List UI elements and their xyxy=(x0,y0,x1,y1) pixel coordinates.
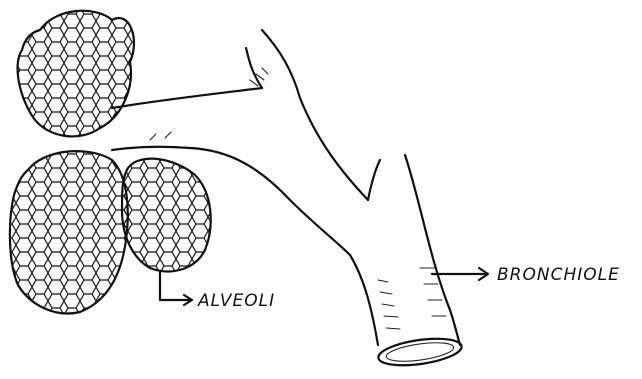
alveolar-sac-top xyxy=(0,0,160,160)
bronchiole-label-group: BRONCHIOLE xyxy=(432,265,620,285)
bronchiole-label: BRONCHIOLE xyxy=(497,265,620,285)
alveolar-sac-right xyxy=(115,150,225,280)
alveoli-label: ALVEOLI xyxy=(197,291,275,311)
alveoli-label-group: ALVEOLI xyxy=(160,272,275,311)
alveolar-sac-left xyxy=(0,140,140,325)
